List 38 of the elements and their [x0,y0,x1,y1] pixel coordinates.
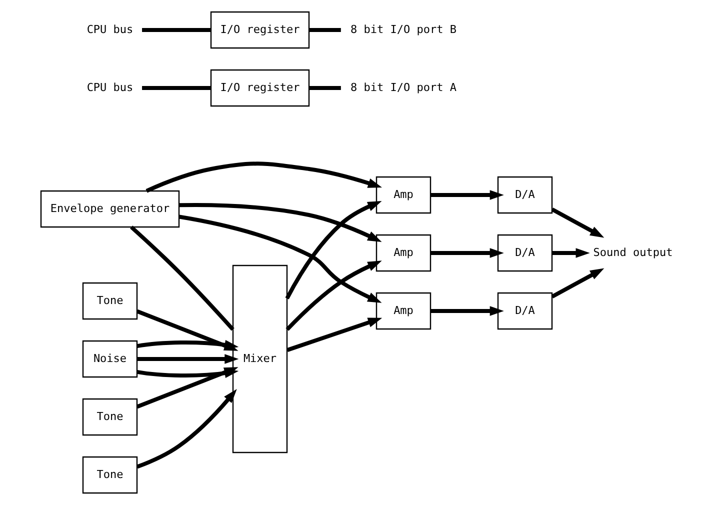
arrow [552,248,590,258]
node-text: CPU bus [86,22,134,36]
node-box: D/A [497,292,553,330]
node-text: 8 bit I/O port A [350,80,456,94]
arrow [286,260,382,331]
node-box: Noise [82,340,138,378]
node-box: Mixer [232,264,288,454]
connector [142,86,211,90]
node-box: D/A [497,234,553,272]
node-box: Tone [82,398,138,436]
arrow [136,389,237,469]
arrow [146,162,382,193]
node-box: D/A [497,176,553,214]
arrow [179,203,382,242]
node-box: Amp [376,292,432,330]
node-box: Tone [82,282,138,320]
connector [142,28,211,32]
connector [309,86,341,90]
arrow [137,354,239,364]
arrow [430,190,504,200]
node-box: Tone [82,456,138,494]
node-box: Envelope generator [40,190,180,228]
arrow [551,208,604,238]
arrow [430,248,504,258]
arrow [178,214,382,303]
arrow [551,268,604,298]
node-text: 8 bit I/O port B [350,22,456,36]
node-text: Sound output [593,246,673,259]
node-text: CPU bus [86,80,134,94]
arrow [430,306,504,316]
arrow [286,318,382,352]
node-box: Amp [376,176,432,214]
connector [130,226,234,331]
arrow [285,201,382,300]
connector [309,28,341,32]
node-box: I/O register [210,69,310,107]
node-box: Amp [376,234,432,272]
node-box: I/O register [210,11,310,49]
